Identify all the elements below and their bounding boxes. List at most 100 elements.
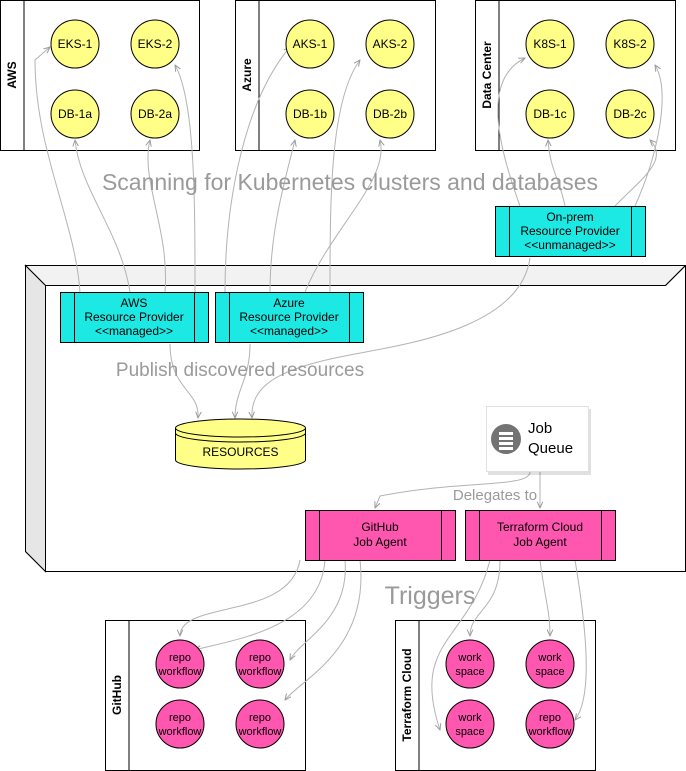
provider-aws[interactable]: AWS Resource Provider <<managed>> (60, 292, 209, 343)
target-line: repo (249, 652, 271, 664)
target-line: space (455, 666, 484, 678)
resources-label: RESOURCES (202, 445, 278, 459)
edge-aws-eks1 (34, 47, 81, 293)
node-db2a[interactable]: DB-2a (130, 89, 180, 139)
target-line: repo (169, 652, 191, 664)
edge-aws-resources (169, 343, 198, 418)
node-aks2[interactable]: AKS-2 (365, 19, 415, 69)
target-line: repo (249, 712, 271, 724)
edge-azure-db2b (304, 140, 381, 293)
edge-aws-db2a (148, 140, 167, 293)
node-label: K8S-1 (533, 37, 567, 51)
annotation-triggers: Triggers (385, 582, 476, 610)
provider-azure[interactable]: Azure Resource Provider <<managed>> (215, 292, 364, 343)
target-gh3[interactable]: repo workflow (155, 699, 205, 749)
agent-github[interactable]: GitHub Job Agent (305, 510, 456, 561)
edge-queue-github (375, 471, 531, 508)
connectors (34, 47, 663, 730)
edge-gh-target3 (290, 559, 346, 660)
target-nodes: repo workflow repo workflow repo workflow r… (155, 639, 575, 749)
annotation-scanning: Scanning for Kubernetes clusters and dat… (102, 169, 598, 195)
node-eks1[interactable]: EKS-1 (50, 19, 100, 69)
target-line: workflow (528, 726, 572, 738)
edge-tf-target4 (575, 559, 587, 720)
target-gh2[interactable]: repo workflow (235, 639, 285, 689)
target-tf4[interactable]: repo workflow (525, 699, 575, 749)
target-gh1[interactable]: repo workflow (155, 639, 205, 689)
edge-tf-target3 (539, 559, 550, 636)
target-line: workflow (158, 726, 202, 738)
node-label: K8S-2 (613, 37, 647, 51)
edge-azure-aks1 (224, 47, 290, 293)
target-line: work (457, 712, 482, 724)
node-label: DB-2c (613, 107, 646, 121)
target-line: repo (539, 712, 561, 724)
cluster-nodes: EKS-1 EKS-2 DB-1a DB-2a AKS-1 AKS-2 DB-1… (50, 19, 655, 139)
target-line: workflow (238, 666, 282, 678)
node-label: EKS-2 (138, 37, 173, 51)
edge-onprem-db1c (548, 140, 566, 207)
group-label-datacenter: Data Center (480, 41, 494, 109)
agent-name: GitHub (361, 520, 399, 534)
agent-name: Terraform Cloud (497, 520, 583, 534)
edge-tf-target1 (431, 559, 491, 730)
node-db1b[interactable]: DB-1b (285, 89, 335, 139)
node-label: DB-1b (293, 107, 327, 121)
node-aks1[interactable]: AKS-1 (285, 19, 335, 69)
agent-type: Job Agent (513, 535, 567, 549)
group-label-github: GitHub (110, 675, 124, 715)
provider-type: Resource Provider (520, 224, 619, 238)
node-k8s1[interactable]: K8S-1 (525, 19, 575, 69)
provider-name: AWS (121, 296, 148, 310)
annotation-delegates: Delegates to (453, 487, 537, 504)
node-k8s2[interactable]: K8S-2 (605, 19, 655, 69)
target-line: workflow (238, 726, 282, 738)
group-terraform: Terraform Cloud (395, 620, 596, 771)
node-db1c[interactable]: DB-1c (525, 89, 575, 139)
group-label-terraform: Terraform Cloud (400, 648, 414, 741)
agent-terraform[interactable]: Terraform Cloud Job Agent (465, 510, 616, 561)
target-line: work (457, 652, 482, 664)
job-queue-label: Queue (528, 440, 573, 457)
edge-onprem-k8s2 (634, 65, 663, 207)
resources-store[interactable]: RESOURCES (175, 418, 306, 470)
job-queue[interactable]: Job Queue (486, 406, 592, 476)
edge-aws-db1a (75, 140, 131, 293)
node-label: AKS-2 (373, 37, 408, 51)
node-db2b[interactable]: DB-2b (365, 89, 415, 139)
annotation-publish: Publish discovered resources (116, 360, 364, 381)
node-db2c[interactable]: DB-2c (605, 89, 655, 139)
node-db1a[interactable]: DB-1a (50, 89, 100, 139)
node-eks2[interactable]: EKS-2 (130, 19, 180, 69)
node-label: DB-1a (58, 107, 92, 121)
edge-tf-target2 (470, 559, 501, 636)
target-line: workflow (158, 666, 202, 678)
target-line: repo (169, 712, 191, 724)
node-label: DB-2b (373, 107, 407, 121)
edge-onprem-k8s1 (497, 58, 525, 207)
provider-stereotype: <<managed>> (250, 324, 328, 338)
node-label: DB-1c (533, 107, 566, 121)
target-gh4[interactable]: repo workflow (235, 699, 285, 749)
provider-name: On-prem (546, 210, 593, 224)
group-label-aws: AWS (5, 61, 19, 88)
edge-onprem-db2c (614, 140, 657, 207)
provider-stereotype: <<managed>> (95, 324, 173, 338)
edge-onprem-resources (252, 257, 531, 418)
node-label: AKS-1 (293, 37, 328, 51)
edge-gh-target4 (285, 559, 362, 700)
edge-gh-target2 (195, 559, 326, 650)
group-label-azure: Azure (240, 58, 254, 92)
agent-type: Job Agent (353, 535, 407, 549)
node-label: EKS-1 (58, 37, 93, 51)
provider-type: Resource Provider (84, 310, 183, 324)
list-icon (491, 424, 521, 454)
provider-onprem[interactable]: On-prem Resource Provider <<unmanaged>> (495, 206, 646, 257)
target-tf1[interactable]: work space (445, 639, 495, 689)
edge-azure-db1b (269, 140, 295, 293)
edge-azure-resources (235, 343, 251, 418)
provider-name: Azure (273, 296, 305, 310)
